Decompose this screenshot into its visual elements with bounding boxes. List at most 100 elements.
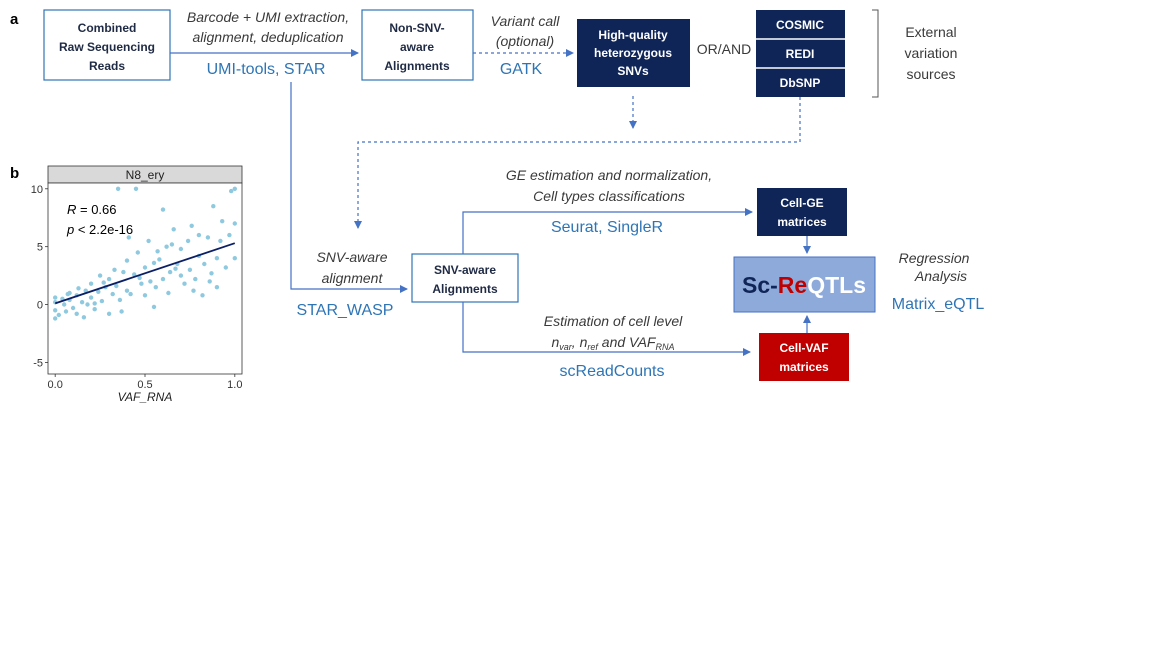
data-point — [157, 257, 162, 262]
sc-reqtls-title: Sc-ReQTLs — [742, 272, 866, 298]
data-point — [185, 238, 191, 244]
data-point — [178, 246, 184, 252]
panel-a-letter: a — [10, 11, 19, 28]
box-nonsnv-line-2: aware — [400, 40, 434, 54]
data-point — [119, 309, 124, 314]
regression-italic-2: Analysis — [914, 268, 967, 284]
data-point — [114, 283, 119, 289]
data-point — [88, 295, 94, 300]
data-point — [121, 269, 126, 275]
data-point — [160, 276, 166, 282]
data-point — [232, 221, 237, 226]
step2-italic-line-2: (optional) — [496, 33, 554, 49]
y-tick-label: 5 — [37, 242, 43, 254]
box-snvaware-line-2: Alignments — [432, 282, 498, 296]
data-point — [81, 315, 87, 320]
data-point — [128, 291, 133, 297]
arrow-star-to-snvaware — [290, 82, 408, 293]
data-point — [227, 232, 232, 238]
data-point — [117, 297, 123, 303]
regression-italic-1: Regression — [899, 250, 970, 266]
data-point — [146, 238, 151, 244]
data-point — [83, 288, 88, 293]
data-point — [211, 204, 216, 209]
x-tick-label: 1.0 — [227, 379, 242, 391]
high-quality-snvs-box: High-quality heterozygous SNVs — [577, 19, 690, 87]
data-point — [92, 307, 97, 312]
data-point — [115, 186, 121, 191]
data-point — [193, 276, 198, 282]
data-point — [65, 291, 71, 297]
box-hq-line-1: High-quality — [598, 28, 668, 42]
data-point — [142, 265, 148, 270]
vaf-italic-2: nvar, nref and VAFRNA — [551, 334, 674, 352]
box-raw-line-2: Raw Sequencing — [59, 40, 155, 54]
x-tick-label: 0.0 — [48, 379, 63, 391]
box-raw-line-1: Combined — [78, 21, 137, 35]
p-annotation: p < 2.2e-16 — [66, 222, 133, 237]
data-point — [214, 256, 220, 261]
ext-label-line-2: variation — [905, 45, 958, 61]
matrix-eqtl-label: Matrix_eQTL — [892, 296, 985, 313]
y-tick-label: 0 — [37, 300, 43, 312]
x-tick-label: 0.5 — [137, 379, 152, 391]
box-hq-line-3: SNVs — [617, 64, 649, 78]
screadcounts-label: scReadCounts — [560, 363, 665, 380]
data-point — [96, 289, 101, 294]
data-point — [79, 300, 85, 305]
box-cellvaf-line-2: matrices — [779, 360, 829, 374]
data-point — [142, 293, 148, 298]
data-point — [61, 302, 67, 307]
data-point — [56, 312, 61, 318]
data-point — [173, 266, 178, 271]
data-point — [155, 249, 160, 254]
data-point — [164, 244, 169, 249]
data-point — [187, 267, 193, 272]
data-point — [148, 279, 153, 284]
data-point — [220, 219, 225, 224]
y-tick-label: -5 — [33, 357, 43, 369]
step2-italic-line-1: Variant call — [491, 13, 561, 29]
data-point — [53, 308, 58, 313]
data-point — [124, 258, 130, 263]
data-point — [53, 316, 58, 321]
data-point — [214, 285, 220, 290]
data-point — [169, 242, 175, 247]
data-point — [137, 275, 142, 281]
data-point — [178, 273, 184, 278]
data-point — [92, 301, 97, 306]
step1-italic-line-1: Barcode + UMI extraction, — [187, 9, 349, 25]
box-nonsnv-line-3: Alignments — [384, 59, 450, 73]
data-point — [218, 238, 223, 244]
ge-italic-2: Cell types classifications — [533, 188, 685, 204]
combined-raw-reads-box: Combined Raw Sequencing Reads — [43, 9, 171, 81]
data-point — [70, 305, 76, 311]
box-cellge-line-2: matrices — [777, 215, 827, 229]
y-tick-label: 10 — [31, 184, 43, 196]
snv-align-italic-2: alignment — [322, 270, 384, 286]
data-point — [191, 288, 196, 293]
data-point — [232, 186, 237, 191]
or-and-label: OR/AND — [697, 41, 751, 57]
data-point — [53, 295, 58, 300]
ge-italic-1: GE estimation and normalization, — [506, 167, 712, 183]
data-point — [182, 281, 187, 286]
box-raw-line-3: Reads — [89, 59, 125, 73]
data-point — [76, 286, 81, 291]
data-point — [85, 302, 90, 307]
snv-align-italic-1: SNV-aware — [316, 249, 387, 265]
box-cellge-line-1: Cell-GE — [780, 196, 823, 210]
arrow-to-cellvaf — [462, 302, 751, 356]
sc-reqtls-box: Sc-ReQTLs — [733, 256, 876, 313]
data-point — [112, 267, 117, 272]
panel-b-letter: b — [10, 165, 19, 182]
seurat-singler-label: Seurat, SingleR — [551, 219, 663, 236]
data-point — [189, 223, 194, 228]
points-layer — [53, 186, 237, 321]
data-point — [151, 304, 157, 310]
data-point — [160, 207, 166, 212]
regression-line — [54, 242, 236, 305]
data-point — [133, 186, 139, 191]
data-point — [171, 227, 176, 232]
ext-label-line-1: External — [905, 24, 956, 40]
